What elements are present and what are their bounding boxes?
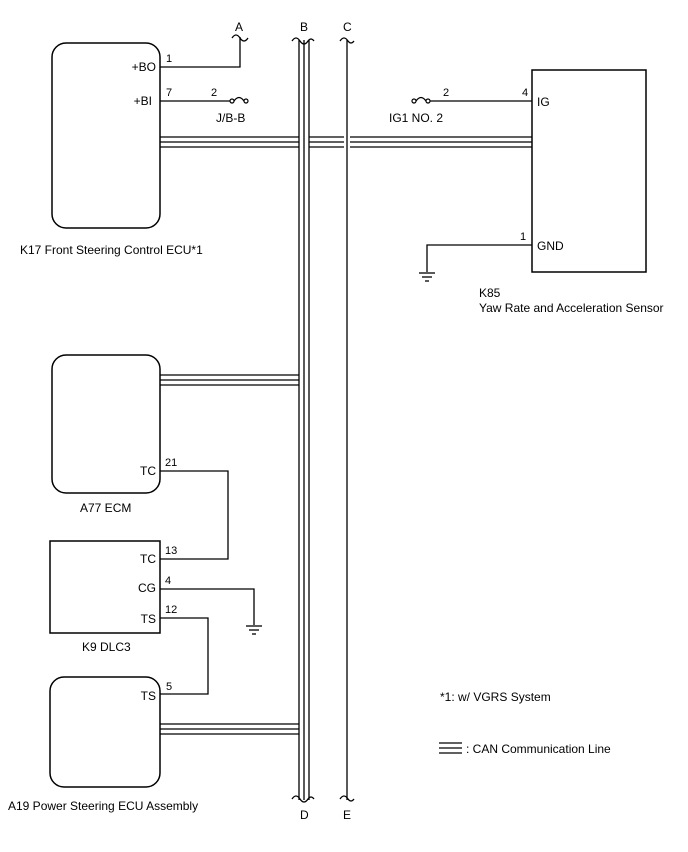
connector-c: C bbox=[343, 20, 352, 34]
a77-ecm: TC A77 ECM bbox=[51, 354, 161, 515]
legend-can-line-icon bbox=[439, 742, 462, 754]
k85-name: Yaw Rate and Acceleration Sensor bbox=[479, 301, 664, 315]
k9-num-tc: 13 bbox=[165, 545, 177, 557]
a77-num-tc: 21 bbox=[165, 457, 177, 469]
ig1-label: IG1 NO. 2 bbox=[389, 111, 443, 125]
k85-code: K85 bbox=[479, 286, 501, 300]
k9-pin-cg: CG bbox=[138, 581, 156, 595]
k17-num-bo: 1 bbox=[166, 53, 172, 65]
k9-label: K9 DLC3 bbox=[82, 640, 131, 654]
can-a77 bbox=[160, 374, 299, 386]
connector-e: E bbox=[343, 808, 351, 822]
k9-pin-tc: TC bbox=[140, 552, 156, 566]
k9-num-ts: 12 bbox=[165, 604, 177, 616]
wire-dlc-ts-to-ps-ts: 12 5 bbox=[160, 604, 209, 695]
connector-d: D bbox=[300, 808, 309, 822]
wire-bi-to-jb: 7 2 J/B-B bbox=[160, 87, 249, 125]
ground-icon bbox=[246, 625, 262, 635]
k9-dlc3: TC CG TS K9 DLC3 bbox=[49, 540, 161, 654]
k9-num-cg: 4 bbox=[165, 575, 171, 587]
a19-label: A19 Power Steering ECU Assembly bbox=[8, 799, 198, 813]
a77-label: A77 ECM bbox=[80, 501, 131, 515]
can-a19 bbox=[160, 723, 299, 735]
k85-pin-ig: IG bbox=[537, 95, 550, 109]
wire-gnd-to-ground: 1 bbox=[419, 231, 532, 282]
can-k17-to-k85 bbox=[160, 136, 532, 148]
wire-cg-to-ground: 4 bbox=[160, 575, 262, 635]
a77-pin-tc: TC bbox=[140, 464, 156, 478]
connector-a: A bbox=[235, 20, 243, 34]
ig1-num: 2 bbox=[443, 87, 449, 99]
ground-icon bbox=[419, 272, 435, 282]
k85-pin-gnd: GND bbox=[537, 239, 564, 253]
k85-num-ig: 4 bbox=[522, 87, 528, 99]
footnote: *1: w/ VGRS System bbox=[440, 690, 551, 704]
k85-yaw-rate-sensor: IG GND K85 Yaw Rate and Acceleration Sen… bbox=[479, 69, 664, 315]
jb-label: J/B-B bbox=[216, 111, 245, 125]
wire-ecm-tc-to-dlc-tc: 21 13 bbox=[160, 457, 229, 560]
can-bus-trunk bbox=[291, 37, 315, 803]
k17-num-bi: 7 bbox=[166, 87, 172, 99]
k85-num-gnd: 1 bbox=[520, 231, 526, 243]
a19-power-steering-ecu: TS A19 Power Steering ECU Assembly bbox=[8, 676, 198, 813]
a19-pin-ts: TS bbox=[141, 689, 156, 703]
a19-num-ts: 5 bbox=[166, 681, 172, 693]
k17-label: K17 Front Steering Control ECU*1 bbox=[20, 243, 203, 257]
wire-bo-to-a: 1 A bbox=[160, 20, 249, 68]
line-c-e bbox=[339, 37, 355, 802]
jb-num: 2 bbox=[211, 87, 217, 99]
k17-front-steering-ecu: +BO +BI K17 Front Steering Control ECU*1 bbox=[20, 42, 203, 257]
k9-pin-ts: TS bbox=[141, 612, 156, 626]
wire-ig1-to-ig: 2 4 IG1 NO. 2 bbox=[389, 87, 532, 125]
connector-b: B bbox=[300, 20, 308, 34]
k17-pin-bi: +BI bbox=[134, 94, 152, 108]
legend-label: : CAN Communication Line bbox=[466, 742, 611, 756]
k17-pin-bo: +BO bbox=[132, 60, 156, 74]
